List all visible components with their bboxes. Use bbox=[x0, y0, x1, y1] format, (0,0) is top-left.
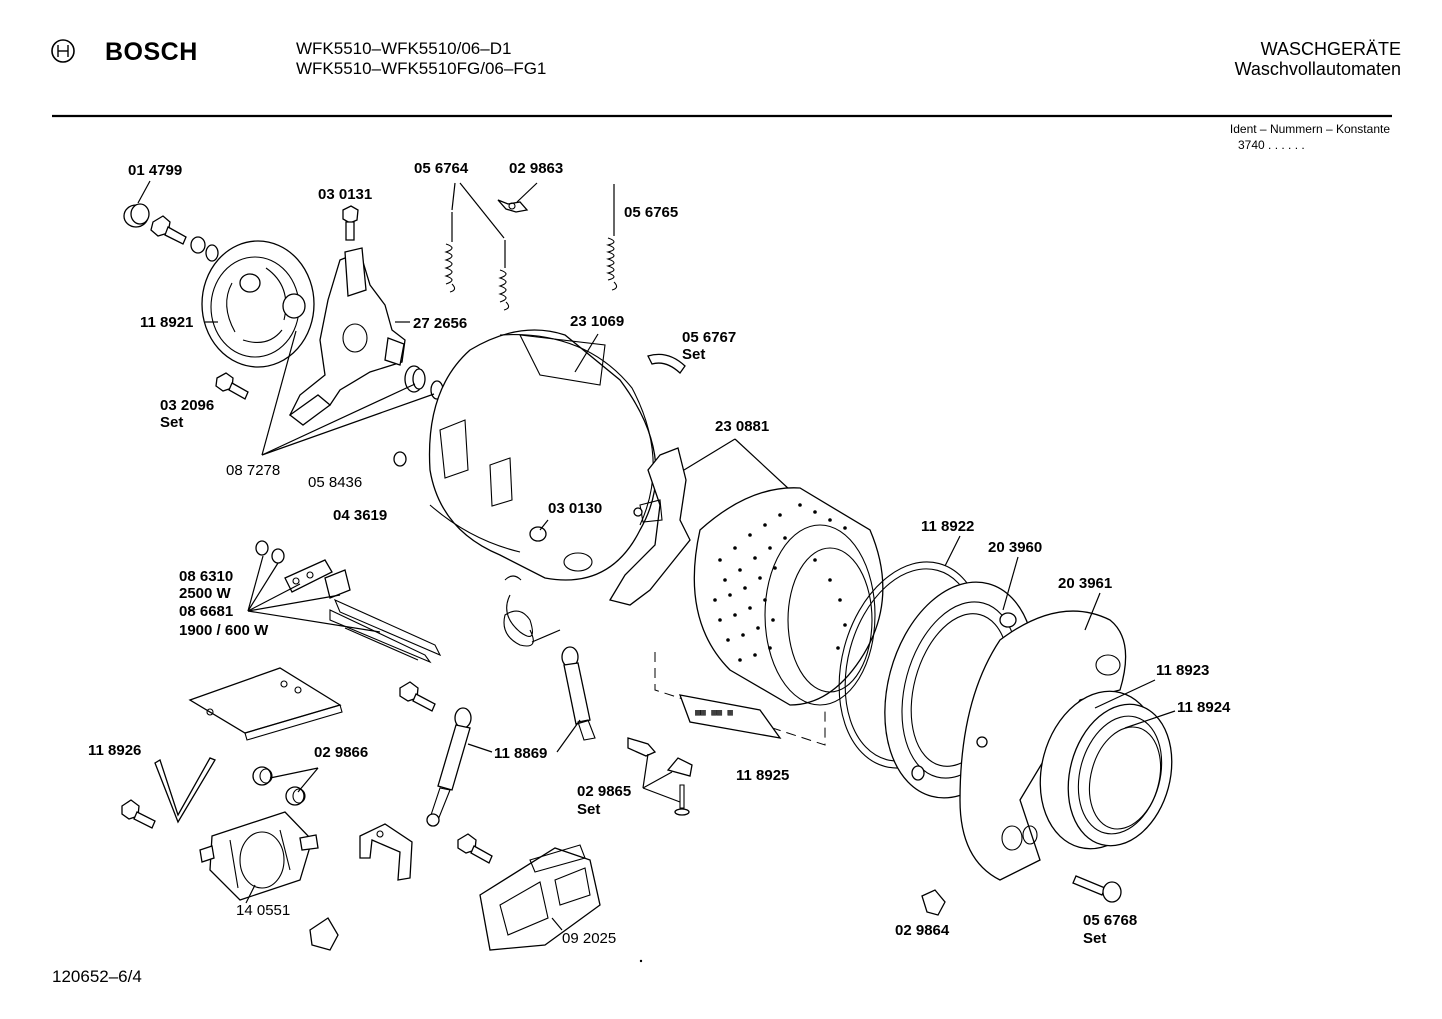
label-118924: 11 8924 bbox=[1177, 699, 1231, 716]
pulley-bolt-washers bbox=[150, 215, 219, 262]
doc-number: 120652–6/4 bbox=[52, 967, 142, 986]
label-056767-set: Set bbox=[682, 346, 706, 363]
part-118924-door-seal bbox=[1039, 690, 1173, 850]
part-029864-clip bbox=[921, 889, 946, 916]
label-118921: 11 8921 bbox=[140, 314, 194, 331]
label-086681: 08 6681 bbox=[179, 603, 234, 620]
label-118923: 11 8923 bbox=[1156, 662, 1210, 679]
part-029865-set bbox=[627, 737, 693, 816]
label-029866: 02 9866 bbox=[314, 744, 369, 761]
label-032096-set: Set bbox=[160, 414, 184, 431]
svg-text:▦▦ ▦▦ ▦: ▦▦ ▦▦ ▦ bbox=[695, 708, 734, 718]
part-056767-clamp bbox=[647, 353, 686, 374]
part-118921-pulley bbox=[201, 240, 315, 368]
part-203961-housing bbox=[959, 610, 1127, 881]
part-029866-grommets bbox=[252, 766, 306, 806]
absorber-bolt bbox=[399, 681, 436, 712]
label-014799: 01 4799 bbox=[128, 162, 183, 179]
part-231069-tub bbox=[428, 329, 657, 581]
part-014799-ring bbox=[123, 203, 150, 228]
heater-element bbox=[255, 540, 442, 664]
control-screw bbox=[457, 833, 493, 864]
part-032096-bolt bbox=[215, 372, 249, 400]
label-058436: 05 8436 bbox=[308, 474, 363, 491]
part-118925-guide: ▦▦ ▦▦ ▦ bbox=[654, 652, 826, 746]
part-118869-absorbers bbox=[426, 646, 596, 827]
drum-perforation bbox=[713, 503, 847, 662]
motor-bracket bbox=[309, 917, 339, 951]
part-056765-spring bbox=[606, 184, 618, 291]
label-087278: 08 7278 bbox=[226, 462, 281, 479]
label-029863: 02 9863 bbox=[509, 160, 564, 177]
ident-caption: Ident – Nummern – Konstante bbox=[1229, 122, 1390, 136]
part-092025-control-module bbox=[479, 844, 601, 951]
label-086310: 08 6310 bbox=[179, 568, 234, 585]
bosch-logo-icon bbox=[51, 39, 75, 63]
part-230881-spider-arm bbox=[608, 447, 691, 606]
label-056765: 05 6765 bbox=[624, 204, 679, 221]
label-1900w: 1900 / 600 W bbox=[179, 622, 269, 639]
label-029865-set: Set bbox=[577, 801, 601, 818]
label-030131: 03 0131 bbox=[318, 186, 373, 203]
label-092025: 09 2025 bbox=[562, 930, 617, 947]
subcategory-title: Waschvollautomaten bbox=[1234, 59, 1401, 79]
label-272656: 27 2656 bbox=[413, 315, 468, 332]
label-118869: 11 8869 bbox=[494, 745, 548, 762]
label-056767: 05 6767 bbox=[682, 329, 737, 346]
part-029863-clip bbox=[497, 199, 529, 213]
model-line-1: WFK5510–WFK5510/06–D1 bbox=[296, 39, 512, 58]
category-title: WASCHGERÄTE bbox=[1260, 39, 1401, 59]
label-140551: 14 0551 bbox=[236, 902, 291, 919]
label-056764: 05 6764 bbox=[414, 160, 469, 177]
inner-drum bbox=[693, 487, 884, 706]
label-231069: 23 1069 bbox=[570, 313, 625, 330]
label-118922: 11 8922 bbox=[921, 518, 975, 535]
label-203961: 20 3961 bbox=[1058, 575, 1113, 592]
part-056768-screw bbox=[1072, 875, 1122, 903]
brand-name: BOSCH bbox=[105, 38, 198, 66]
label-032096: 03 2096 bbox=[160, 397, 215, 414]
motor-bolt bbox=[121, 799, 156, 829]
part-030131-bolt bbox=[342, 205, 359, 241]
label-056768-set: Set bbox=[1083, 930, 1107, 947]
part-056764-springs bbox=[444, 212, 510, 311]
label-030130: 03 0130 bbox=[548, 500, 603, 517]
part-087278-bearings bbox=[404, 365, 444, 400]
part-272656-bracket bbox=[288, 247, 406, 426]
label-230881: 23 0881 bbox=[715, 418, 770, 435]
label-118925: 11 8925 bbox=[736, 767, 790, 784]
label-029865: 02 9865 bbox=[577, 783, 632, 800]
label-029864: 02 9864 bbox=[895, 922, 950, 939]
angle-bracket bbox=[359, 823, 413, 881]
ident-value: 3740 . . . . . . bbox=[1238, 138, 1305, 152]
label-2500w: 2500 W bbox=[179, 585, 231, 602]
label-203960: 20 3960 bbox=[988, 539, 1043, 556]
label-118926: 11 8926 bbox=[88, 742, 142, 759]
sensor-plate bbox=[188, 667, 343, 741]
label-056768: 05 6768 bbox=[1083, 912, 1138, 929]
part-140551-motor bbox=[199, 811, 319, 901]
tub-spring-hook bbox=[503, 575, 561, 647]
part-118926-belt bbox=[154, 757, 216, 824]
label-043619: 04 3619 bbox=[333, 507, 388, 524]
model-line-2: WFK5510–WFK5510FG/06–FG1 bbox=[296, 59, 547, 78]
part-043619-seal bbox=[393, 451, 407, 467]
